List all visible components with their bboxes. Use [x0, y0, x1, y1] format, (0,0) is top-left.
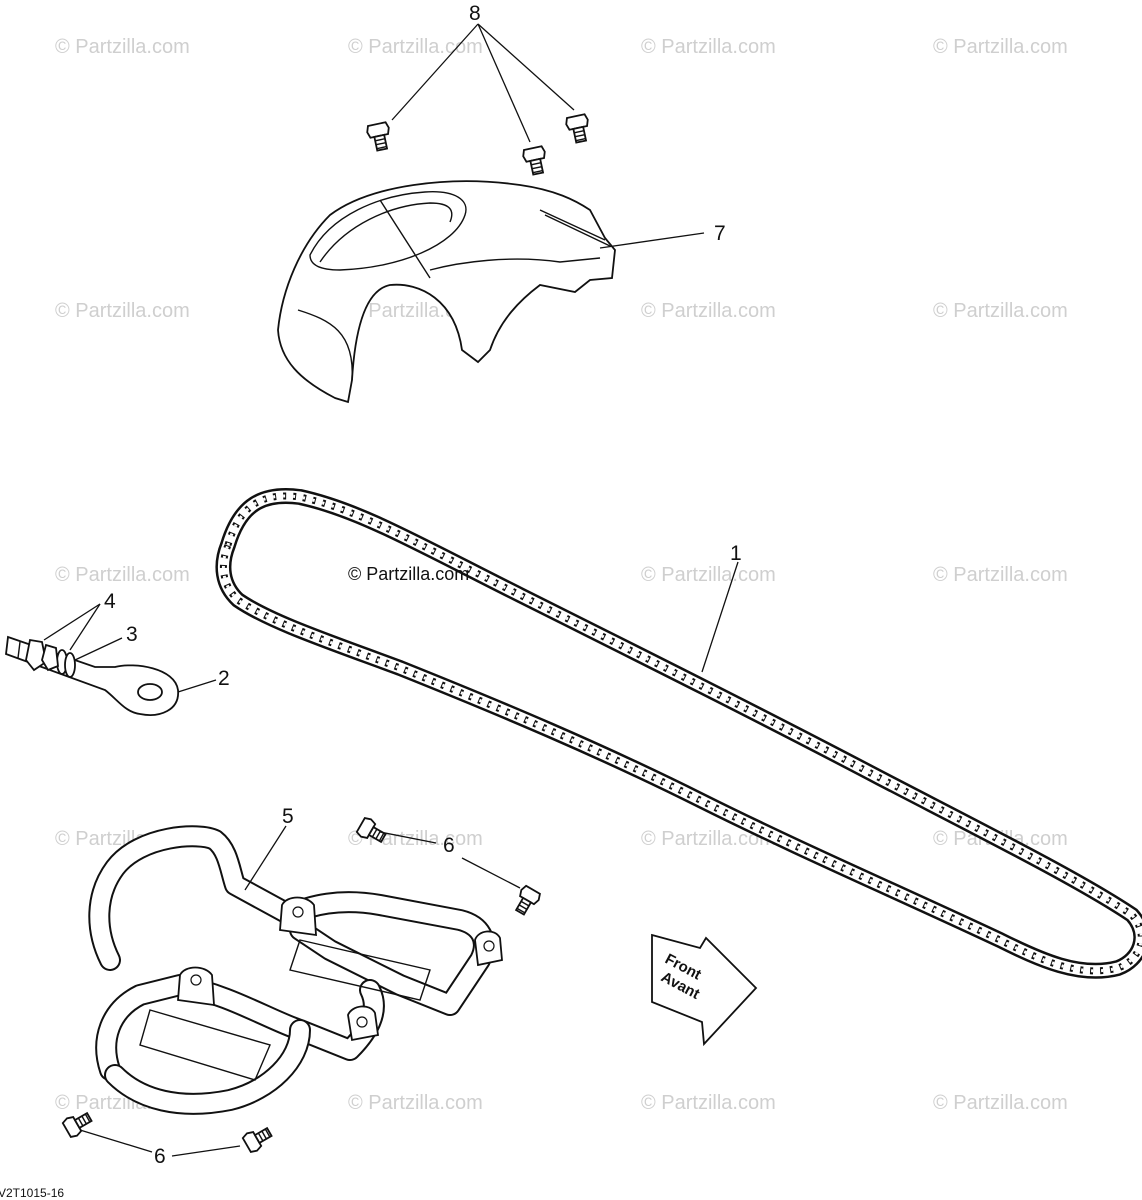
watermark: © Partzilla.com [55, 564, 190, 586]
watermark-center: © Partzilla.com [348, 564, 470, 584]
washer[interactable] [56, 649, 76, 678]
chain-guard-screw[interactable] [522, 145, 549, 176]
callout-3: 3 [126, 623, 138, 646]
watermark: © Partzilla.com [933, 564, 1068, 586]
watermark: © Partzilla.com [641, 300, 776, 322]
footrest-bracket[interactable] [88, 825, 503, 1115]
callout-2: 2 [218, 667, 230, 690]
watermark: © Partzilla.com [348, 36, 483, 58]
chain-guard[interactable] [277, 180, 616, 404]
flanged-screw[interactable] [241, 1123, 275, 1153]
callout-6-upper: 6 [443, 834, 455, 857]
callout-5: 5 [282, 805, 294, 828]
watermark: © Partzilla.com [933, 1092, 1068, 1114]
watermark: © Partzilla.com [55, 36, 190, 58]
flanged-screw[interactable] [511, 884, 541, 918]
chain-guard-screw[interactable] [565, 113, 592, 144]
watermark: © Partzilla.com [933, 36, 1068, 58]
watermark: © Partzilla.com [641, 828, 776, 850]
watermark: © Partzilla.com [933, 300, 1068, 322]
nut[interactable] [25, 638, 59, 672]
watermark: © Partzilla.com [55, 300, 190, 322]
callout-1: 1 [730, 542, 742, 565]
watermark: © Partzilla.com [641, 36, 776, 58]
drawing-id: V2T1015-16 [0, 1186, 65, 1200]
callout-8: 8 [469, 2, 481, 25]
watermark: © Partzilla.com [641, 1092, 776, 1114]
watermark: © Partzilla.com [641, 564, 776, 586]
flanged-screw[interactable] [355, 816, 389, 846]
chain-guard-screw[interactable] [366, 121, 393, 152]
callout-6-lower: 6 [154, 1145, 166, 1168]
flanged-screw[interactable] [61, 1108, 95, 1138]
callout-4: 4 [104, 590, 116, 613]
chain[interactable] [215, 488, 1142, 979]
front-arrow: Front Avant [651, 933, 758, 1047]
callout-7: 7 [714, 222, 726, 245]
watermark: © Partzilla.com [348, 1092, 483, 1114]
